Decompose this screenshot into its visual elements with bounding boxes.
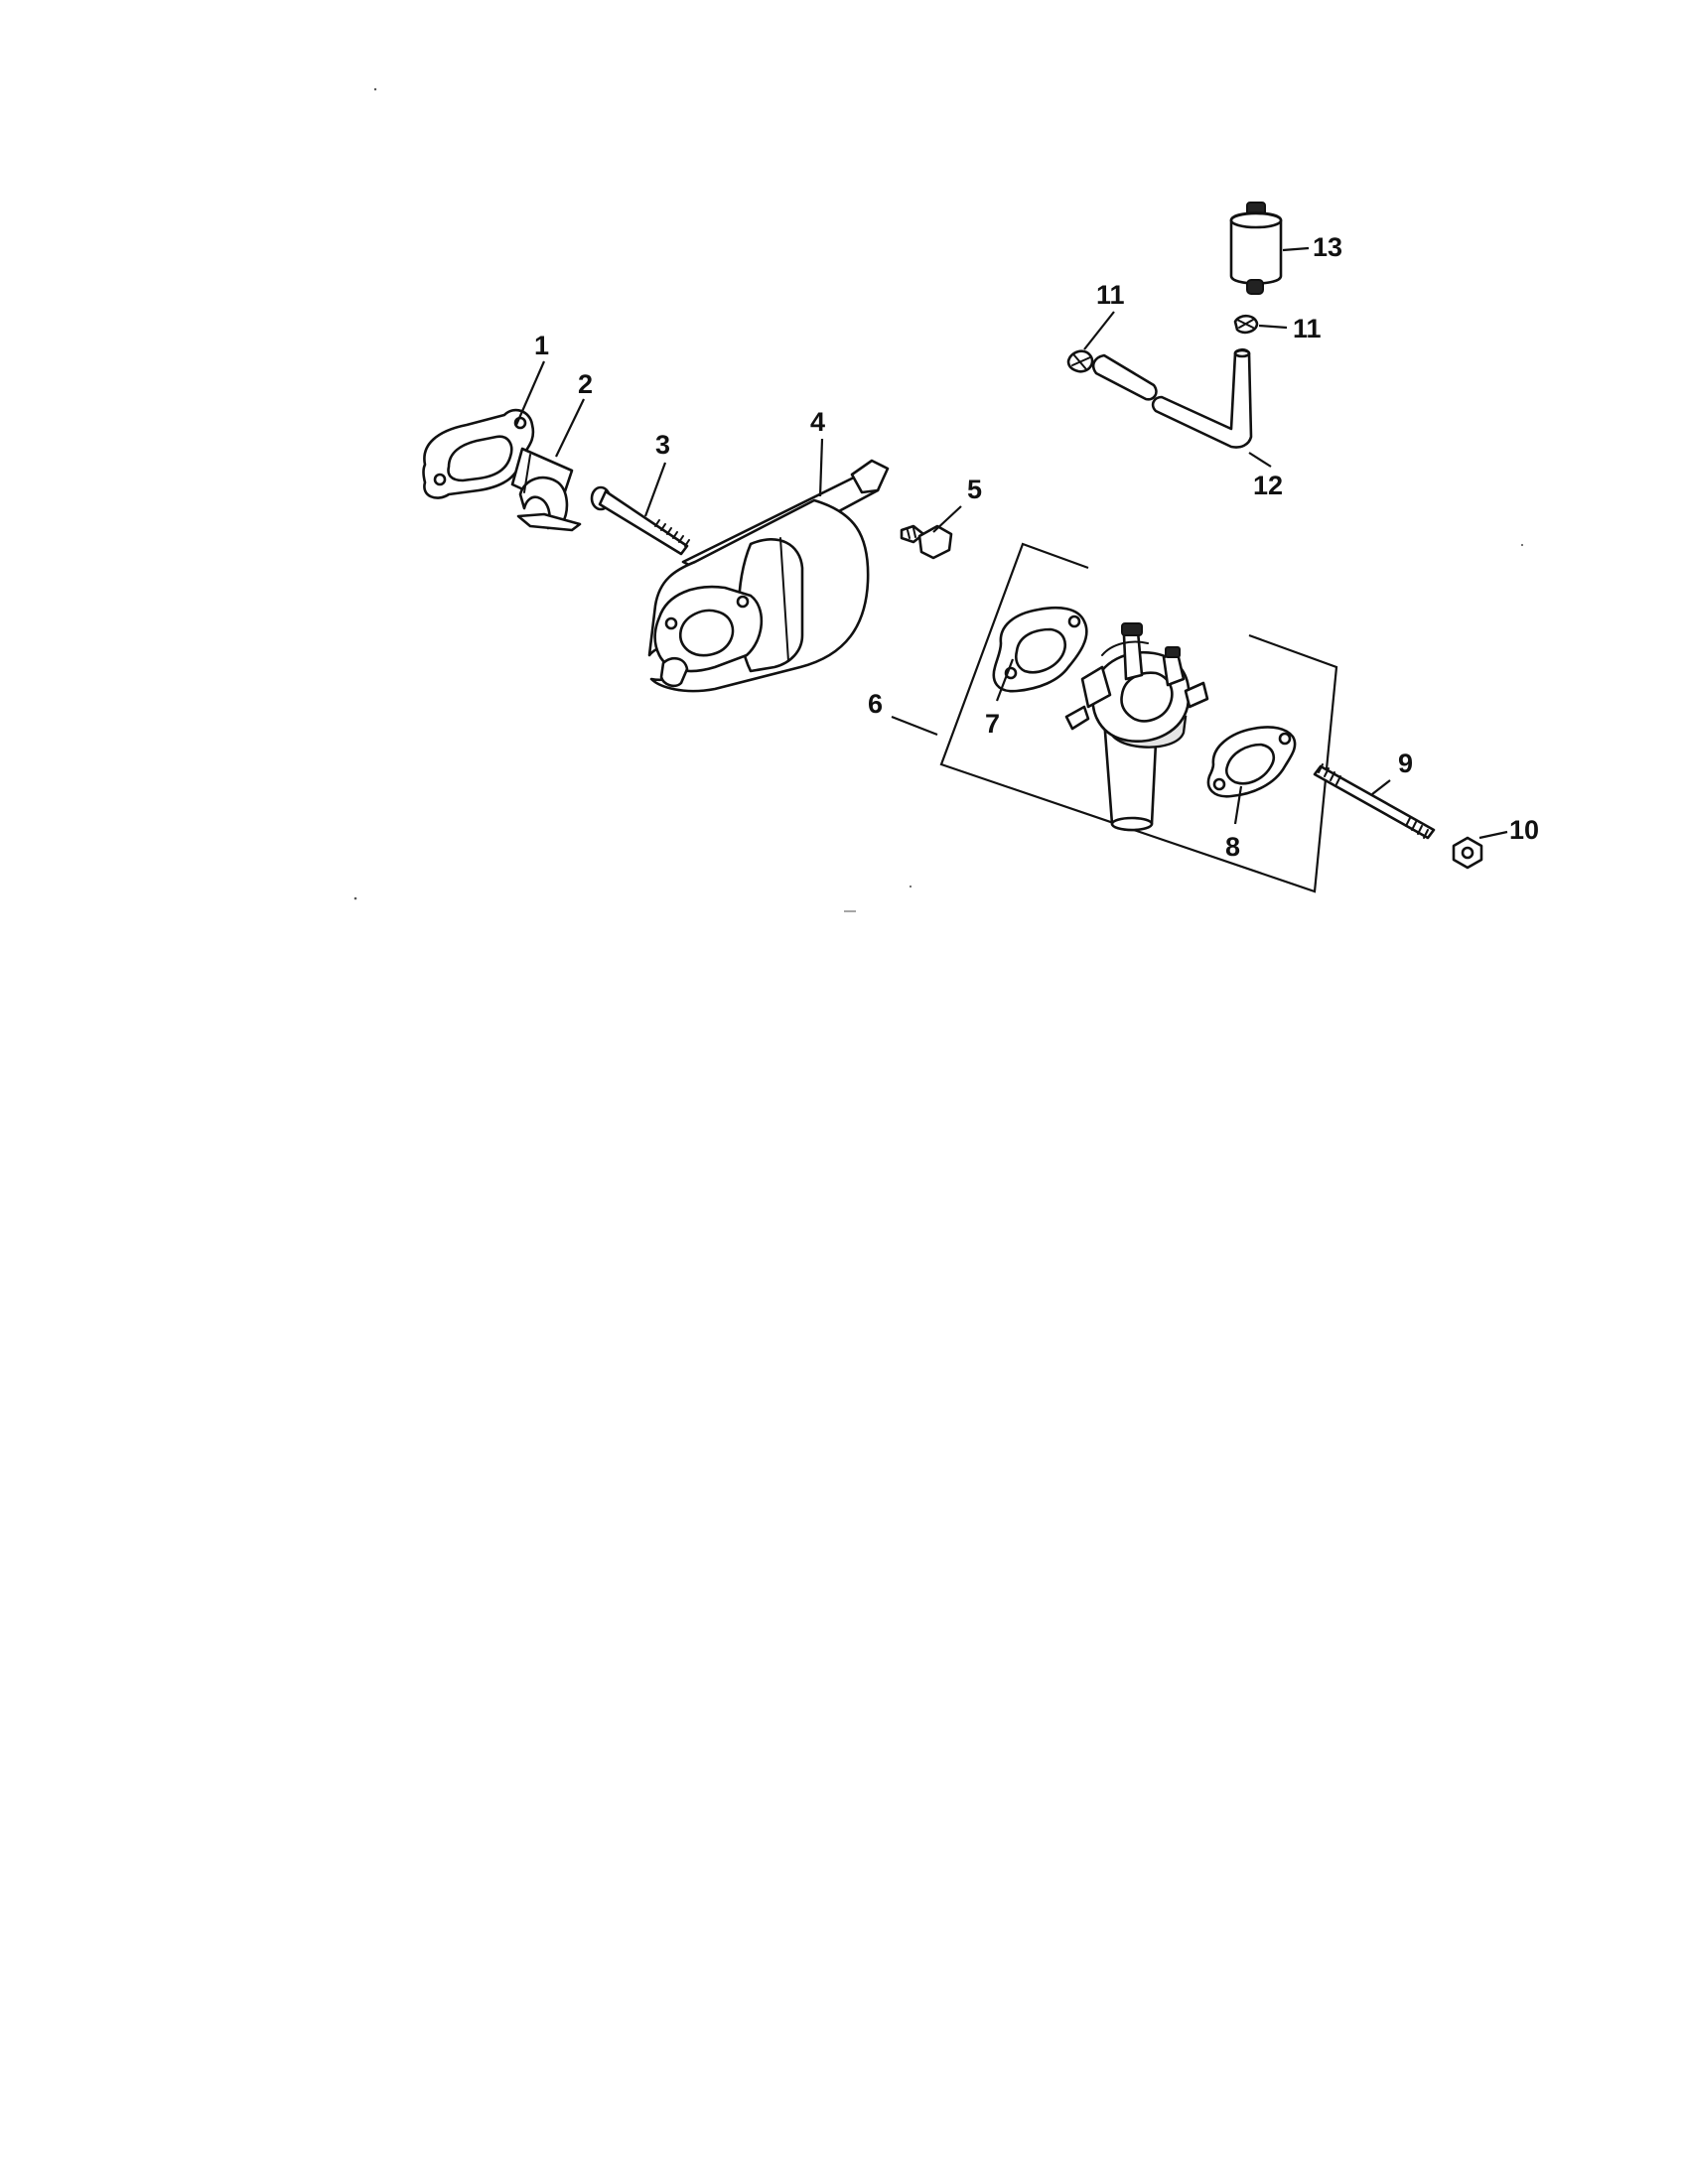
callout-1: 1 xyxy=(534,331,549,360)
part-12-fuel-hose xyxy=(1091,347,1253,449)
scan-specks xyxy=(353,87,1524,912)
part-3-stud xyxy=(590,485,690,556)
part-1-gasket xyxy=(422,408,535,499)
part-9-stud xyxy=(1313,763,1436,840)
carburetor-body xyxy=(1064,622,1209,832)
callout-11-left: 11 xyxy=(1096,280,1125,310)
callout-8: 8 xyxy=(1225,832,1240,862)
callout-6: 6 xyxy=(868,689,883,719)
callout-9: 9 xyxy=(1398,749,1413,778)
part-4-housing xyxy=(647,459,890,693)
callout-11-right: 11 xyxy=(1293,314,1322,343)
part-11-clamp-left xyxy=(1066,349,1094,373)
callout-labels: 1 2 3 4 5 6 7 8 9 10 11 11 12 13 xyxy=(534,232,1539,862)
part-5-bolt xyxy=(900,524,953,560)
part-13-fuel-filter xyxy=(1229,202,1283,295)
callout-12: 12 xyxy=(1253,471,1283,500)
callout-13: 13 xyxy=(1313,232,1342,262)
callout-4: 4 xyxy=(810,407,825,437)
callout-3: 3 xyxy=(655,430,670,460)
callout-5: 5 xyxy=(967,475,982,504)
callout-7: 7 xyxy=(985,709,1000,739)
part-2-bracket xyxy=(510,447,582,532)
callout-2: 2 xyxy=(578,369,593,399)
part-8-gasket xyxy=(1206,726,1297,798)
callout-10: 10 xyxy=(1509,815,1539,845)
leader-lines xyxy=(514,246,1508,840)
part-11-clamp-upper xyxy=(1233,314,1259,335)
part-10-nut xyxy=(1452,836,1483,870)
part-7-gasket xyxy=(992,606,1088,693)
